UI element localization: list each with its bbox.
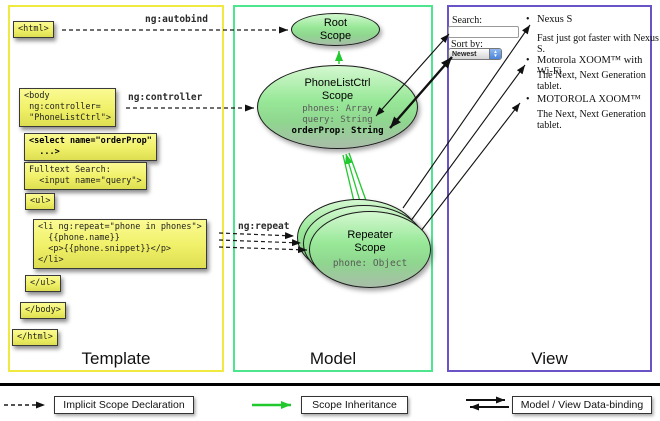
code-body-close: </body> xyxy=(20,302,66,319)
legend-inheritance-label: Scope Inheritance xyxy=(312,399,397,411)
repeater-scope-title: Repeater Scope xyxy=(347,229,393,254)
sort-dropdown-value: Newest xyxy=(452,50,477,58)
search-label: Search: xyxy=(452,15,482,26)
code-fulltext: Fulltext Search: <input name="query"> xyxy=(24,162,147,190)
code-li-repeat: <li ng:repeat="phone in phones"> {{phone… xyxy=(33,219,207,269)
prop-phone: phone: Object xyxy=(332,258,408,270)
code-select: <select name="orderProp" ...> xyxy=(24,133,157,161)
bullet-icon: • xyxy=(526,14,530,25)
sort-dropdown[interactable]: Newest ▲▼ xyxy=(448,48,502,60)
repeater-scope-front: Repeater Scope phone: Object xyxy=(309,211,431,288)
view-column-title: View xyxy=(531,349,568,368)
item-3-name: MOTOROLA XOOM™ xyxy=(537,94,641,105)
code-html-open: <html> xyxy=(13,21,54,38)
code-ul-open: <ul> xyxy=(25,193,56,210)
legend-separator xyxy=(0,383,660,386)
legend-implicit-label: Implicit Scope Declaration xyxy=(63,399,185,411)
phonelistctrl-scope-title: PhoneListCtrl Scope xyxy=(304,77,371,102)
controller-label: ng:controller xyxy=(128,92,203,103)
bullet-icon: • xyxy=(526,55,530,66)
template-column-title: Template xyxy=(81,349,151,368)
legend-implicit-box: Implicit Scope Declaration xyxy=(54,396,194,414)
phonelistctrl-scope-ellipse: PhoneListCtrl Scope phones: Array query:… xyxy=(257,65,418,149)
search-input[interactable] xyxy=(448,26,519,38)
prop-phones: phones: Array xyxy=(302,104,373,115)
item-2-name: Motorola XOOM™ with Wi-Fi xyxy=(537,55,643,77)
item-3-desc: The Next, Next Generation tablet. xyxy=(537,109,646,131)
item-1-name: Nexus S xyxy=(537,14,573,25)
model-column xyxy=(233,5,433,372)
prop-orderprop: orderProp: String xyxy=(291,126,384,137)
item-1-desc: Fast just got faster with Nexus S. xyxy=(537,33,659,55)
legend-binding-label: Model / View Data-binding xyxy=(520,399,644,411)
legend-binding-box: Model / View Data-binding xyxy=(512,396,652,414)
legend-inheritance-box: Scope Inheritance xyxy=(301,396,408,414)
dropdown-stepper-icon[interactable]: ▲▼ xyxy=(489,49,501,59)
code-ul-close: </ul> xyxy=(25,275,61,292)
autobind-label: ng:autobind xyxy=(145,14,208,25)
bullet-icon: • xyxy=(526,94,530,105)
root-scope-ellipse: Root Scope xyxy=(291,13,380,46)
repeat-label: ng:repeat xyxy=(238,221,290,232)
code-html-close: </html> xyxy=(12,329,58,346)
model-column-title: Model xyxy=(309,349,357,368)
root-scope-title: Root Scope xyxy=(319,16,352,42)
item-2-desc: The Next, Next Generation tablet. xyxy=(537,70,646,92)
prop-query: query: String xyxy=(302,115,373,126)
code-body-open: <body ng:controller= "PhoneListCtrl"> xyxy=(19,88,116,127)
